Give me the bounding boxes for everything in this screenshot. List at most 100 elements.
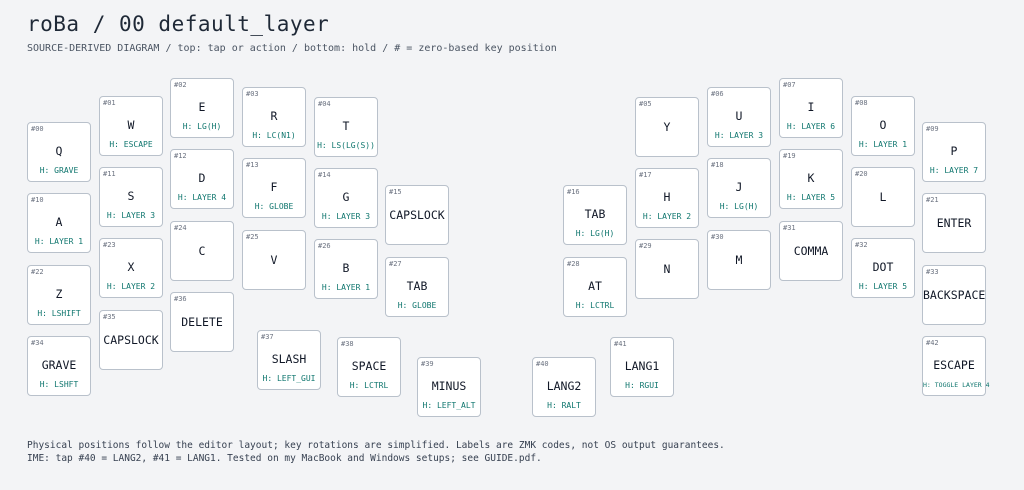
key-position-label: #28 [567,260,580,268]
key-position-label: #21 [926,196,939,204]
key-position-label: #32 [855,241,868,249]
key-position-label: #16 [567,188,580,196]
key-tap-label: X [127,260,135,274]
key-hold-label: H: LEFT_GUI [262,374,316,383]
key-hold-label: H: LSHFT [39,380,79,389]
key-tap-label: U [735,109,743,123]
key-hold-label: H: LS(LG(S)) [317,141,375,150]
key-tap-label: CAPSLOCK [389,208,445,222]
key-hold-label: H: LG(H) [182,122,222,131]
key-hold-label: H: LAYER 5 [786,193,836,202]
key-tap-label: K [807,171,815,185]
key-position-label: #14 [318,171,331,179]
key-position-label: #03 [246,90,259,98]
key-tap-label: T [342,119,350,133]
key-tap-label: M [735,253,743,267]
key-position-label: #11 [103,170,116,178]
key-hold-label: H: LG(H) [575,229,615,238]
key-tap-label: D [198,171,206,185]
key-position-label: #31 [783,224,796,232]
key-tap-label: I [807,100,815,114]
key-hold-label: H: LSHIFT [37,309,81,318]
key-tap-label: B [342,261,350,275]
key-position-label: #17 [639,171,652,179]
footer-notes: Physical positions follow the editor lay… [27,439,725,465]
key-position-label: #15 [389,188,402,196]
key-tap-label: BACKSPACE [923,288,986,302]
key-hold-label: H: TOGGLE LAYER 4 [923,381,990,389]
key-tap-label: Z [55,287,63,301]
key-tap-label: Y [663,120,671,134]
key-tap-label: SLASH [271,352,307,366]
key-tap-label: LANG1 [624,359,660,373]
key-position-label: #13 [246,161,259,169]
key-position-label: #01 [103,99,116,107]
key-position-label: #39 [421,360,434,368]
key-position-label: #09 [926,125,939,133]
footer-line-2: IME: tap #40 = LANG2, #41 = LANG1. Teste… [27,453,542,464]
key-tap-label: MINUS [431,379,467,393]
key-tap-label: H [663,190,671,204]
page-subtitle: SOURCE-DERIVED DIAGRAM / top: tap or act… [27,43,557,54]
key-hold-label: H: LAYER 2 [642,212,692,221]
key-hold-label: H: LAYER 3 [714,131,764,140]
key-tap-label: L [879,190,887,204]
key-hold-label: H: GLOBE [397,301,437,310]
key-hold-label: H: LEFT_ALT [422,401,476,410]
key-position-label: #23 [103,241,116,249]
key-position-label: #34 [31,339,44,347]
key-position-label: #22 [31,268,44,276]
key-tap-label: TAB [406,279,428,293]
key-position-label: #33 [926,268,939,276]
key-position-label: #41 [614,340,627,348]
key-tap-label: R [270,109,278,123]
key-position-label: #29 [639,242,652,250]
key-position-label: #25 [246,233,259,241]
key-tap-label: P [950,144,958,158]
key-position-label: #06 [711,90,724,98]
key-tap-label: F [270,180,278,194]
key-hold-label: H: GRAVE [39,166,79,175]
key-hold-label: H: RGUI [625,381,659,390]
key-tap-label: A [55,215,63,229]
key-tap-label: GRAVE [41,358,77,372]
key-position-label: #30 [711,233,724,241]
key-position-label: #12 [174,152,187,160]
page-title: roBa / 00 default_layer [27,12,330,36]
key-position-label: #08 [855,99,868,107]
key-hold-label: H: LAYER 4 [177,193,227,202]
key-position-label: #07 [783,81,796,89]
key-tap-label: ENTER [936,216,972,230]
key-tap-label: E [198,100,206,114]
key-tap-label: ESCAPE [933,358,975,372]
